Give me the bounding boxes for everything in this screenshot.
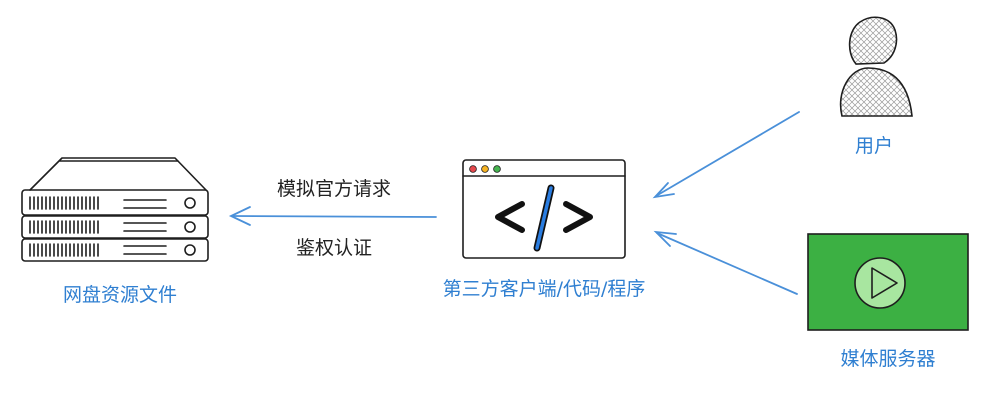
- edge-label-simulate-request: 模拟官方请求: [277, 178, 391, 200]
- code-window-icon: [462, 159, 626, 259]
- user-label: 用户: [855, 135, 893, 157]
- arrow-user-to-client: [652, 111, 800, 199]
- server-icon: [21, 157, 209, 262]
- storage-label: 网盘资源文件: [63, 284, 177, 306]
- arrow-media-to-client: [653, 230, 798, 295]
- client-label: 第三方客户端/代码/程序: [443, 278, 646, 300]
- play-icon: [854, 257, 906, 309]
- media-server-box: [807, 233, 969, 331]
- arrow-client-to-storage: [228, 206, 437, 226]
- media-label: 媒体服务器: [840, 348, 935, 370]
- user-icon: [839, 16, 913, 117]
- edge-label-auth: 鉴权认证: [296, 237, 372, 259]
